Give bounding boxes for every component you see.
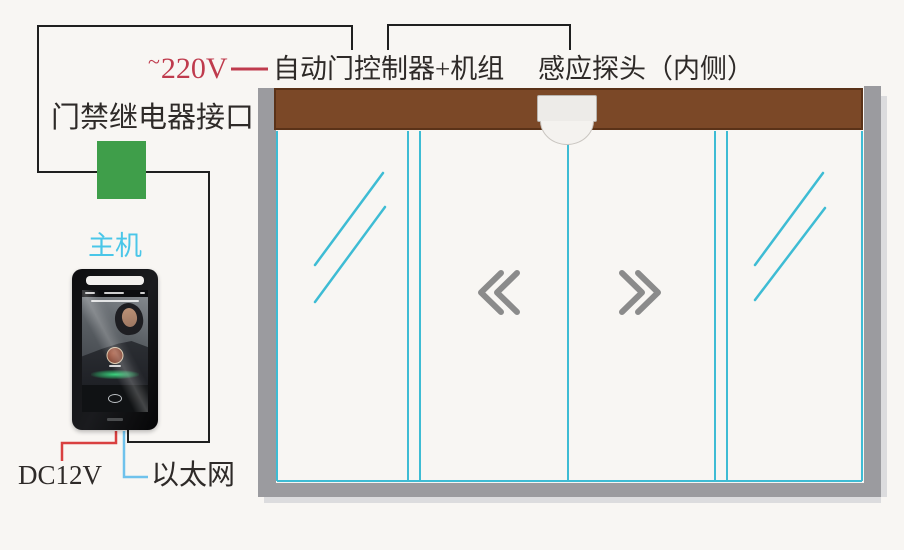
device-screen bbox=[82, 290, 148, 412]
ac-value: 220V bbox=[160, 52, 228, 85]
label-host: 主机 bbox=[88, 231, 142, 261]
wire-dc12v bbox=[60, 431, 118, 461]
ac-tilde: ~ bbox=[148, 49, 160, 74]
door-frame-shadow-bottom bbox=[264, 497, 881, 503]
chevrons-left-icon bbox=[478, 270, 520, 315]
face-recognition-terminal bbox=[72, 269, 158, 430]
glass-reflection-lines bbox=[313, 171, 827, 304]
access-relay-box bbox=[97, 141, 146, 199]
door-frame-left bbox=[258, 88, 276, 497]
label-ac-power: ~220V bbox=[148, 49, 228, 85]
wire-controller-to-sensor bbox=[387, 24, 571, 50]
label-sensor-probe: 感应探头（内侧） bbox=[538, 54, 754, 84]
wire-ethernet bbox=[122, 431, 148, 479]
label-dc-power: DC12V bbox=[18, 460, 103, 490]
motion-sensor-body bbox=[537, 95, 597, 122]
screen-gloss bbox=[82, 290, 148, 412]
label-ethernet: 以太网 bbox=[151, 460, 236, 491]
screen-status-bar bbox=[82, 290, 148, 297]
door-frame-right bbox=[864, 86, 881, 497]
door-frame-bottom bbox=[258, 483, 881, 497]
cloud-icon bbox=[108, 394, 122, 403]
door-frame-shadow-right bbox=[881, 96, 887, 497]
glass-panel-lines bbox=[276, 131, 863, 482]
label-relay-interface: 门禁继电器接口 bbox=[51, 102, 255, 134]
chevrons-right-icon bbox=[619, 270, 661, 315]
device-brand-mark bbox=[107, 418, 123, 421]
recognition-avatar-badge bbox=[106, 347, 124, 364]
camera-preview bbox=[82, 297, 148, 385]
device-speaker-slot bbox=[86, 276, 144, 285]
recognition-success-glow bbox=[91, 370, 139, 379]
label-door-controller: 自动门控制器+机组 bbox=[273, 54, 505, 84]
